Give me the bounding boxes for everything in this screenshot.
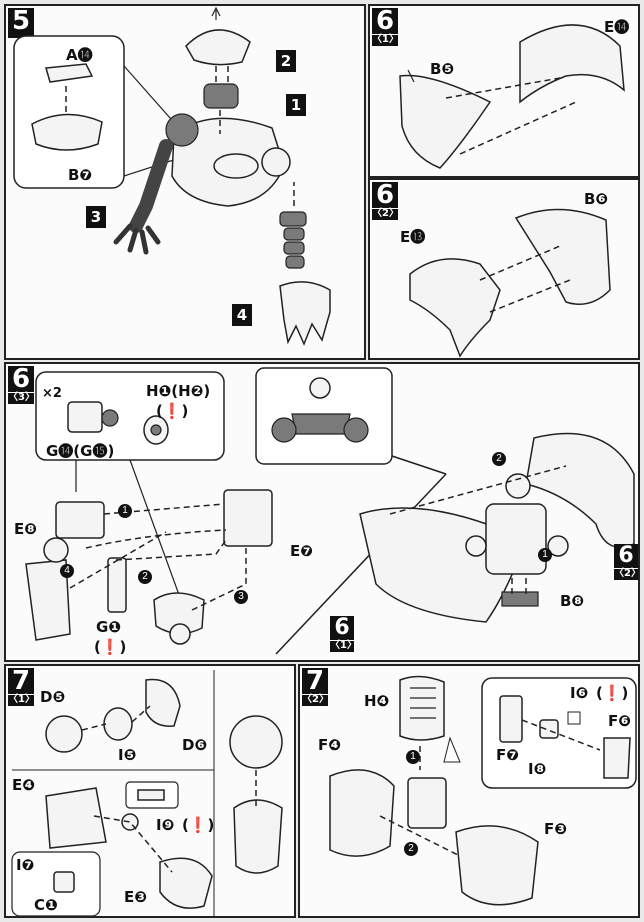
step-5-panel: 5 A⓮ B❼ 2 1 3 4: [4, 4, 366, 360]
step-6-3-panel: 6 〈3〉: [4, 362, 640, 662]
step-6-2-number: 6 〈2〉: [372, 180, 399, 220]
step-7-1-panel: 7 〈1〉 D❺ I❺ D❻ E❹ I❾ (❗) E❸ I❼ C❶: [4, 664, 296, 918]
ref-step-6-1: 6 〈1〉: [330, 615, 357, 652]
badge-2: 2: [276, 50, 296, 72]
step-7-2-diagram: [329, 675, 637, 906]
label-b6: B❻: [584, 190, 609, 208]
step-6-3-number: 6 〈3〉: [8, 364, 35, 404]
label-g1: G❶: [96, 618, 122, 636]
label-d6: D❻: [182, 736, 208, 754]
label-g14: G⓮(G⓯): [46, 442, 115, 460]
step-5-diagram: [13, 6, 331, 346]
label-f3: F❸: [544, 820, 567, 838]
step-6-1-panel: 6 〈1〉 B❺ E⓮: [368, 4, 640, 178]
label-e8: E❽: [14, 520, 37, 538]
badge-1: 1: [286, 94, 306, 116]
step-7-1-diagram: [11, 670, 283, 916]
label-b8: B❽: [560, 592, 585, 610]
arrow-num-1b: 1: [538, 548, 552, 562]
step-5-number: 5: [8, 8, 34, 38]
label-f7: F❼: [496, 746, 519, 764]
label-e7: E❼: [290, 542, 313, 560]
label-h1: H❶(H❷): [146, 382, 211, 400]
label-i7: I❼: [16, 856, 35, 874]
label-i9: I❾: [156, 816, 175, 834]
label-i6: I❻: [570, 684, 589, 702]
label-c1: C❶: [34, 896, 58, 914]
step-6-2-panel: 6 〈2〉 E⓭ B❻: [368, 178, 640, 360]
warning-mark-1: (❗): [156, 402, 189, 420]
arrow-num-7-2: 2: [404, 842, 418, 856]
label-a14: A⓮: [66, 46, 93, 64]
arrow-num-4: 4: [60, 564, 74, 578]
label-e13: E⓭: [400, 228, 426, 246]
arrow-num-1: 1: [118, 504, 132, 518]
label-b5: B❺: [430, 60, 455, 78]
label-d5: D❺: [40, 688, 66, 706]
arrow-num-2: 2: [138, 570, 152, 584]
warning-mark-4: (❗): [596, 684, 629, 702]
label-e3: E❸: [124, 888, 147, 906]
label-i5: I❺: [118, 746, 137, 764]
step-6-3-diagram: [25, 367, 635, 655]
step-6-1-number: 6 〈1〉: [372, 6, 399, 46]
arrow-num-2b: 2: [492, 452, 506, 466]
label-f6: F❻: [608, 712, 631, 730]
label-e14: E⓮: [604, 18, 630, 36]
step-7-2-panel: 7 〈2〉 H❹ F❹ I❻ (❗) F❻ F❼ I❽ F❸ 1 2: [298, 664, 640, 918]
label-i8: I❽: [528, 760, 547, 778]
step-6-1-diagram: [399, 24, 625, 169]
label-f4: F❹: [318, 736, 341, 754]
label-x2: ×2: [42, 386, 62, 401]
label-h4: H❹: [364, 692, 390, 710]
label-b7: B❼: [68, 166, 93, 184]
step-7-1-number: 7 〈1〉: [8, 666, 35, 706]
step-6-2-diagram: [409, 208, 611, 358]
ref-step-6-2: 6 〈2〉: [614, 543, 640, 580]
warning-mark-2: (❗): [94, 638, 127, 656]
badge-4: 4: [232, 304, 252, 326]
step-7-2-number: 7 〈2〉: [302, 666, 329, 706]
label-e4: E❹: [12, 776, 35, 794]
badge-3: 3: [86, 206, 106, 228]
arrow-num-3: 3: [234, 590, 248, 604]
arrow-num-7-1: 1: [406, 750, 420, 764]
warning-mark-3: (❗): [182, 816, 215, 834]
